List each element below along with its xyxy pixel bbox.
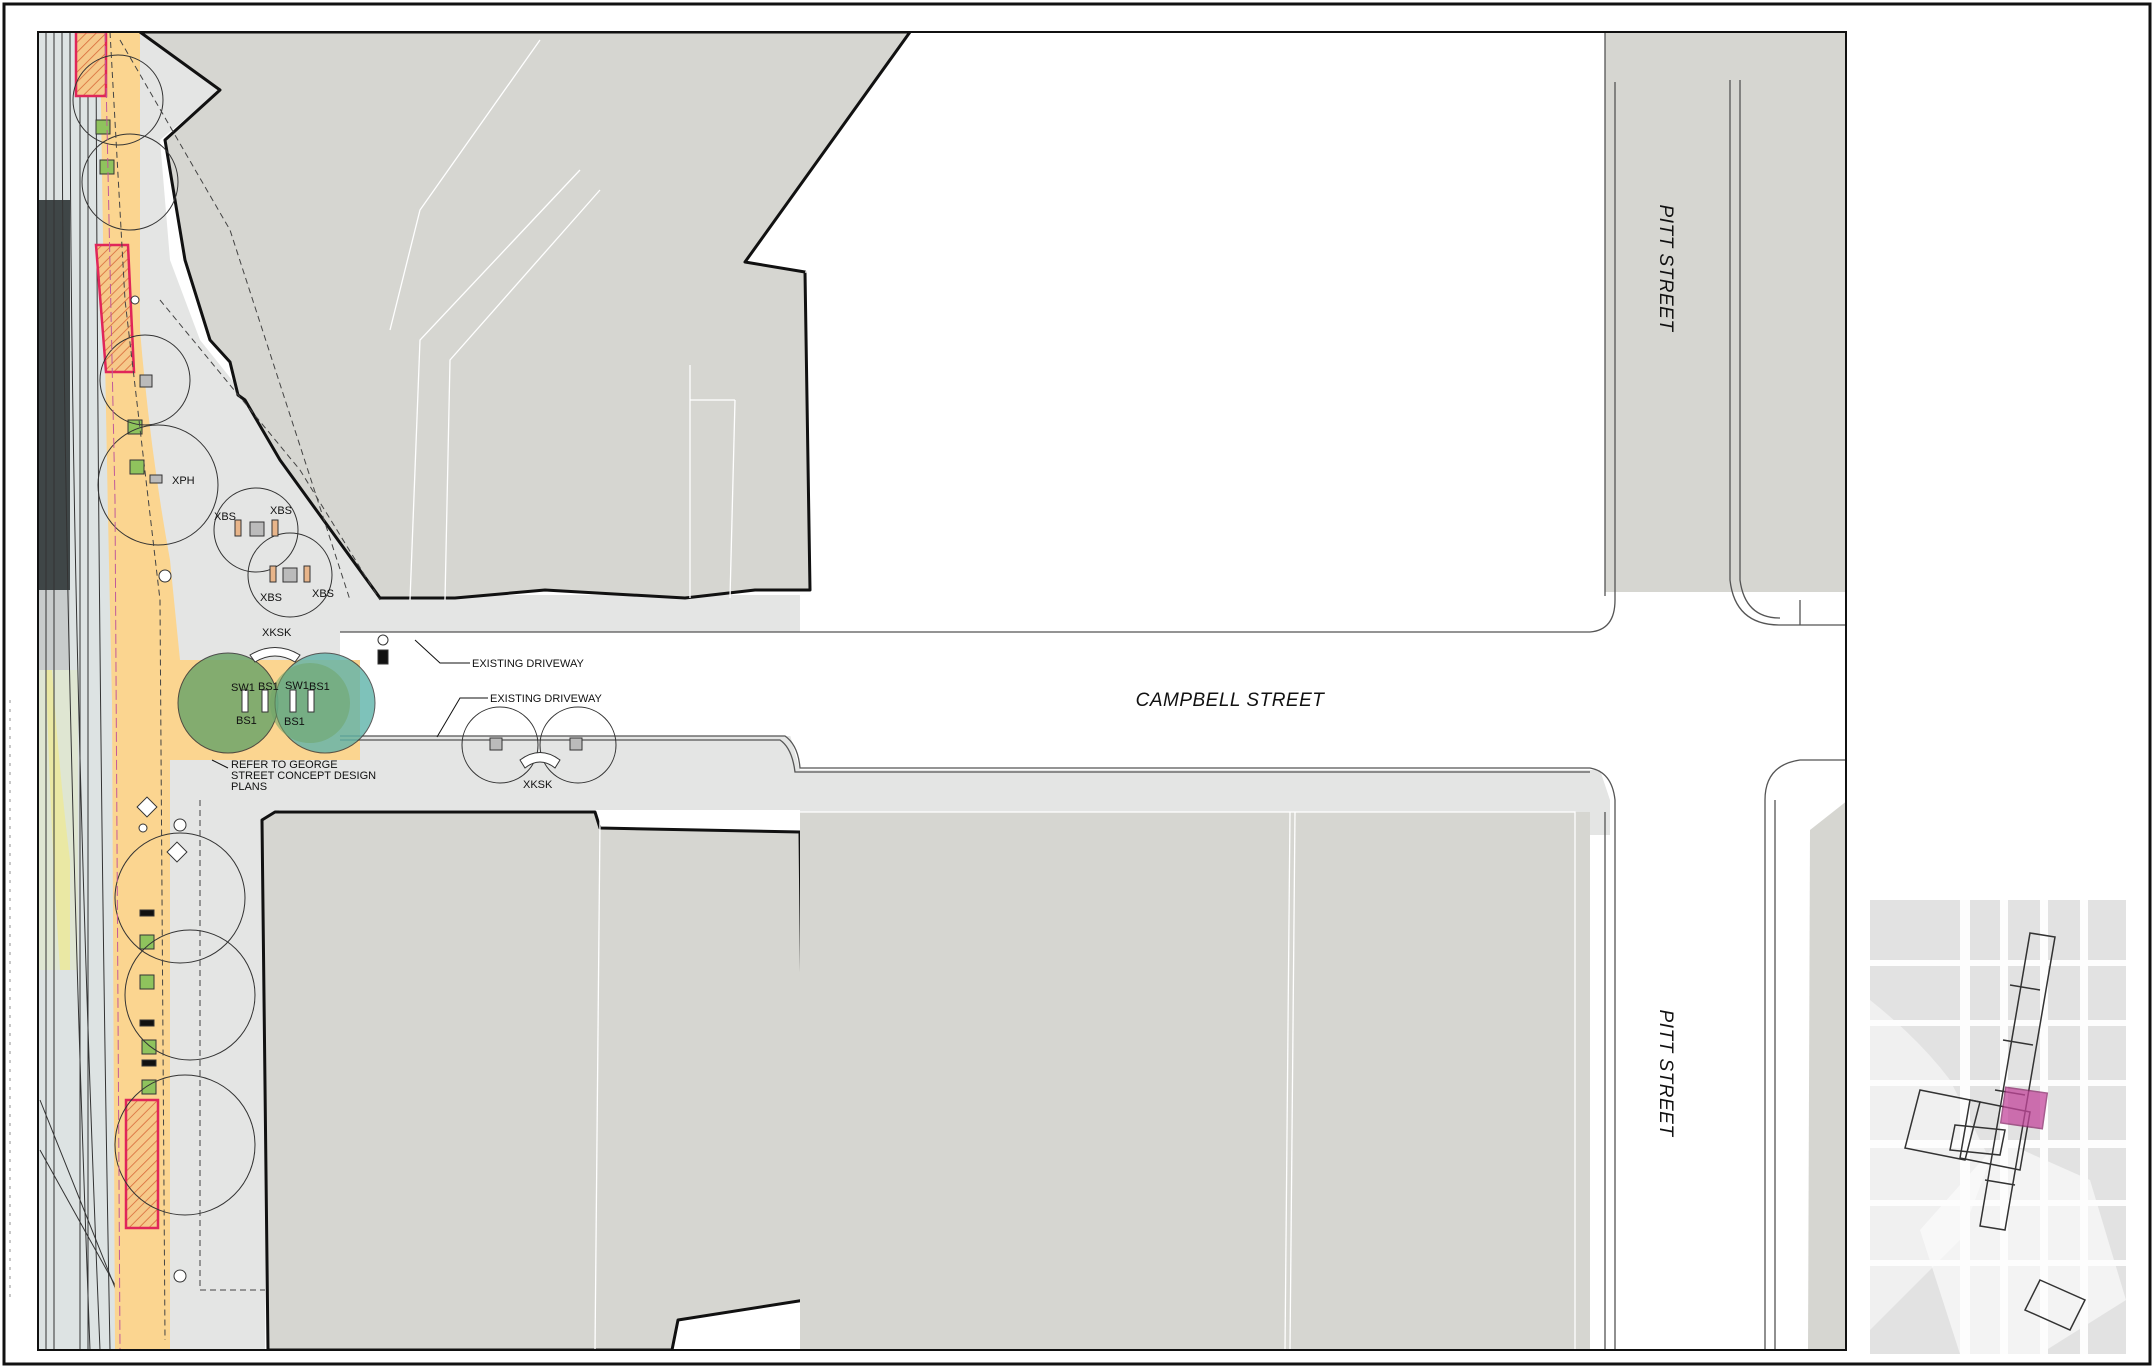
dashed-setout bbox=[109, 32, 381, 1341]
code-xksk-lower: XKSK bbox=[523, 779, 553, 791]
code-xbs-2: XBS bbox=[270, 505, 292, 517]
code-xbs-4: XBS bbox=[312, 588, 334, 600]
main-map-frame bbox=[37, 31, 1847, 1351]
pitt-street-label-upper: PITT STREET bbox=[1655, 205, 1676, 333]
refer-note-line1: REFER TO GEORGE bbox=[231, 759, 338, 771]
code-bs1-1: BS1 bbox=[258, 681, 279, 693]
pitt-street-label-lower: PITT STREET bbox=[1655, 1010, 1676, 1138]
code-bs1-2: BS1 bbox=[309, 681, 330, 693]
refer-note-line2: STREET CONCEPT DESIGN bbox=[231, 770, 376, 782]
buildings bbox=[138, 32, 1846, 1350]
block-outlines bbox=[389, 39, 1576, 1350]
main-map: CAMPBELL STREET PITT STREET PITT STREET … bbox=[38, 32, 1846, 1350]
campbell-street-label: CAMPBELL STREET bbox=[1136, 690, 1326, 711]
code-sw1-right: SW1 bbox=[285, 680, 309, 692]
code-sw1-left: SW1 bbox=[231, 682, 255, 694]
code-xbs-1: XBS bbox=[214, 511, 236, 523]
east-blocks bbox=[1770, 32, 1846, 1350]
code-bs1-4: BS1 bbox=[284, 716, 305, 728]
tree-canopies bbox=[72, 54, 617, 1216]
key-plan bbox=[1870, 900, 2126, 1354]
leader-lines bbox=[211, 639, 488, 769]
existing-driveway-label-lower: EXISTING DRIVEWAY bbox=[490, 693, 603, 705]
code-bs1-3: BS1 bbox=[236, 715, 257, 727]
pink-alignment bbox=[104, 32, 121, 1350]
code-xph: XPH bbox=[172, 475, 195, 487]
furniture bbox=[130, 295, 583, 1283]
code-xksk-upper: XKSK bbox=[262, 627, 292, 639]
refer-note-line3: PLANS bbox=[231, 781, 267, 793]
code-xbs-3: XBS bbox=[260, 592, 282, 604]
existing-driveway-label-upper: EXISTING DRIVEWAY bbox=[472, 658, 585, 670]
kerb-lines bbox=[340, 32, 1846, 1350]
